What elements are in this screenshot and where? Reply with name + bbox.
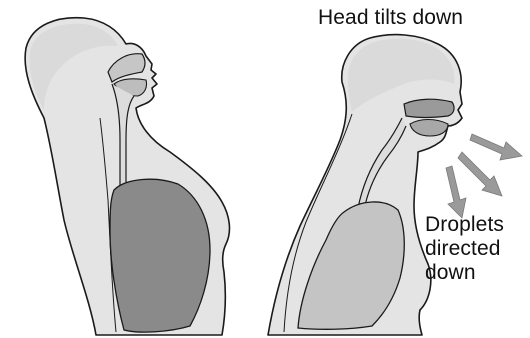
- droplet-arrows: [446, 134, 522, 218]
- droplet-arrow-icon: [470, 134, 522, 160]
- right-nasal-cavity: [404, 99, 454, 117]
- droplet-arrow-icon: [446, 166, 466, 218]
- droplets-label: Droplets directed down: [425, 213, 504, 285]
- head-tilts-label: Head tilts down: [318, 6, 463, 30]
- right-figure: [268, 35, 462, 335]
- left-figure: [25, 18, 229, 335]
- left-lung: [110, 179, 210, 332]
- droplets-label-line-1: Droplets: [425, 213, 504, 237]
- droplets-label-line-2: directed: [425, 237, 504, 261]
- droplets-label-line-3: down: [425, 261, 504, 285]
- droplet-arrow-icon: [458, 152, 502, 196]
